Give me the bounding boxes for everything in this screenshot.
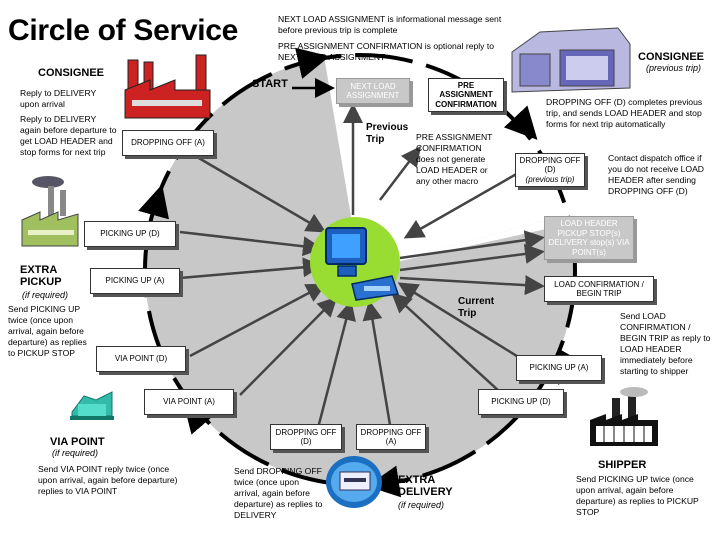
load-header-box: LOAD HEADER PICKUP STOP(s) DELIVERY stop… bbox=[544, 216, 634, 260]
dropping-off-d-bottom-label: DROPPING OFF (D) bbox=[275, 427, 337, 447]
picking-up-d-left-box: PICKING UP (D) bbox=[84, 221, 176, 247]
via-point-building-icon bbox=[70, 391, 114, 420]
extra-delivery-globe-icon bbox=[326, 456, 382, 508]
consignee-warehouse-icon bbox=[511, 27, 631, 93]
dropping-off-d-previous-box: DROPPING OFF (D) (previous trip) bbox=[515, 153, 585, 187]
load-confirmation-note: Send LOAD CONFIRMATION / BEGIN TRIP as r… bbox=[620, 311, 711, 376]
picking-up-d-right-box: PICKING UP (D) bbox=[478, 389, 564, 415]
previous-trip-wedge bbox=[324, 51, 578, 270]
contact-dispatch-note: Contact dispatch office if you do not re… bbox=[608, 153, 705, 196]
load-confirmation-label: LOAD CONFIRMATION / BEGIN TRIP bbox=[554, 279, 644, 299]
previous-trip-label: Previous Trip bbox=[366, 122, 409, 145]
dropping-off-a-top-label: DROPPING OFF (A) bbox=[131, 138, 205, 148]
consignee-left-note-1: Reply to DELIVERY upon arrival bbox=[20, 88, 97, 109]
shipper-header: SHIPPER bbox=[598, 459, 647, 471]
next-load-assignment-label: NEXT LOAD ASSIGNMENT bbox=[346, 81, 400, 101]
extra-pickup-sub: (if required) bbox=[22, 290, 69, 300]
extra-delivery-sub: (if required) bbox=[398, 500, 445, 510]
next-load-assignment-box: NEXT LOAD ASSIGNMENT bbox=[336, 78, 410, 104]
consignee-right-header: CONSIGNEE bbox=[638, 51, 705, 63]
picking-up-a-right-label: PICKING UP (A) bbox=[529, 363, 589, 373]
via-point-header: VIA POINT bbox=[50, 436, 105, 448]
extra-pickup-header: EXTRA PICKUP bbox=[20, 264, 62, 288]
consignee-right-sub: (previous trip) bbox=[646, 63, 702, 73]
shipper-note: Send PICKING UP twice (once upon arrival… bbox=[576, 474, 699, 517]
load-confirmation-box: LOAD CONFIRMATION / BEGIN TRIP bbox=[544, 276, 654, 302]
dropping-off-d-previous-sub: (previous trip) bbox=[525, 174, 575, 184]
picking-up-a-left-box: PICKING UP (A) bbox=[90, 268, 180, 294]
via-point-a-label: VIA POINT (A) bbox=[163, 397, 215, 407]
dropping-off-a-bottom-box: DROPPING OFF (A) bbox=[356, 424, 426, 450]
extra-delivery-header: EXTRA DELIVERY bbox=[398, 474, 453, 498]
start-label: START bbox=[252, 78, 288, 90]
consignee-right-note: DROPPING OFF (D) completes previous trip… bbox=[546, 97, 703, 129]
via-point-sub: (if required) bbox=[52, 448, 99, 458]
dropping-off-d-bottom-box: DROPPING OFF (D) bbox=[270, 424, 342, 450]
page-title: Circle of Service bbox=[8, 14, 239, 47]
via-point-d-box: VIA POINT (D) bbox=[96, 346, 186, 372]
dropping-off-a-bottom-label: DROPPING OFF (A) bbox=[360, 427, 422, 447]
pre-assignment-note: PRE ASSIGNMENT CONFIRMATION does not gen… bbox=[416, 132, 493, 186]
extra-pickup-factory-icon bbox=[21, 176, 79, 247]
extra-pickup-note: Send PICKING UP twice (once upon arrival… bbox=[8, 304, 87, 358]
consignee-factory-icon bbox=[124, 54, 211, 119]
via-point-a-box: VIA POINT (A) bbox=[144, 389, 234, 415]
picking-up-d-left-label: PICKING UP (D) bbox=[100, 229, 160, 239]
extra-delivery-note: Send DROPPING OFF twice (once upon arriv… bbox=[234, 466, 323, 520]
pre-assignment-box: PRE ASSIGNMENT CONFIRMATION bbox=[428, 78, 504, 112]
dropping-off-d-previous-label: DROPPING OFF (D) bbox=[519, 155, 581, 175]
shipper-factory-icon bbox=[590, 387, 658, 446]
picking-up-a-right-box: PICKING UP (A) bbox=[516, 355, 602, 381]
pre-assignment-label: PRE ASSIGNMENT CONFIRMATION bbox=[435, 80, 497, 109]
load-header-label: LOAD HEADER PICKUP STOP(s) DELIVERY stop… bbox=[548, 219, 630, 257]
consignee-left-note-2: Reply to DELIVERY again before departure… bbox=[20, 114, 117, 157]
computer-icon bbox=[325, 227, 399, 301]
dropping-off-a-top-box: DROPPING OFF (A) bbox=[122, 130, 214, 156]
top-note-2: PRE ASSIGNMENT CONFIRMATION is optional … bbox=[278, 41, 495, 62]
picking-up-d-right-label: PICKING UP (D) bbox=[491, 397, 551, 407]
consignee-left-header: CONSIGNEE bbox=[38, 67, 105, 79]
top-note-1: NEXT LOAD ASSIGNMENT is informational me… bbox=[278, 14, 502, 35]
via-point-d-label: VIA POINT (D) bbox=[114, 354, 168, 364]
via-point-note: Send VIA POINT reply twice (once upon ar… bbox=[38, 464, 178, 496]
picking-up-a-left-label: PICKING UP (A) bbox=[105, 276, 165, 286]
current-trip-label: Current Trip bbox=[458, 296, 495, 319]
